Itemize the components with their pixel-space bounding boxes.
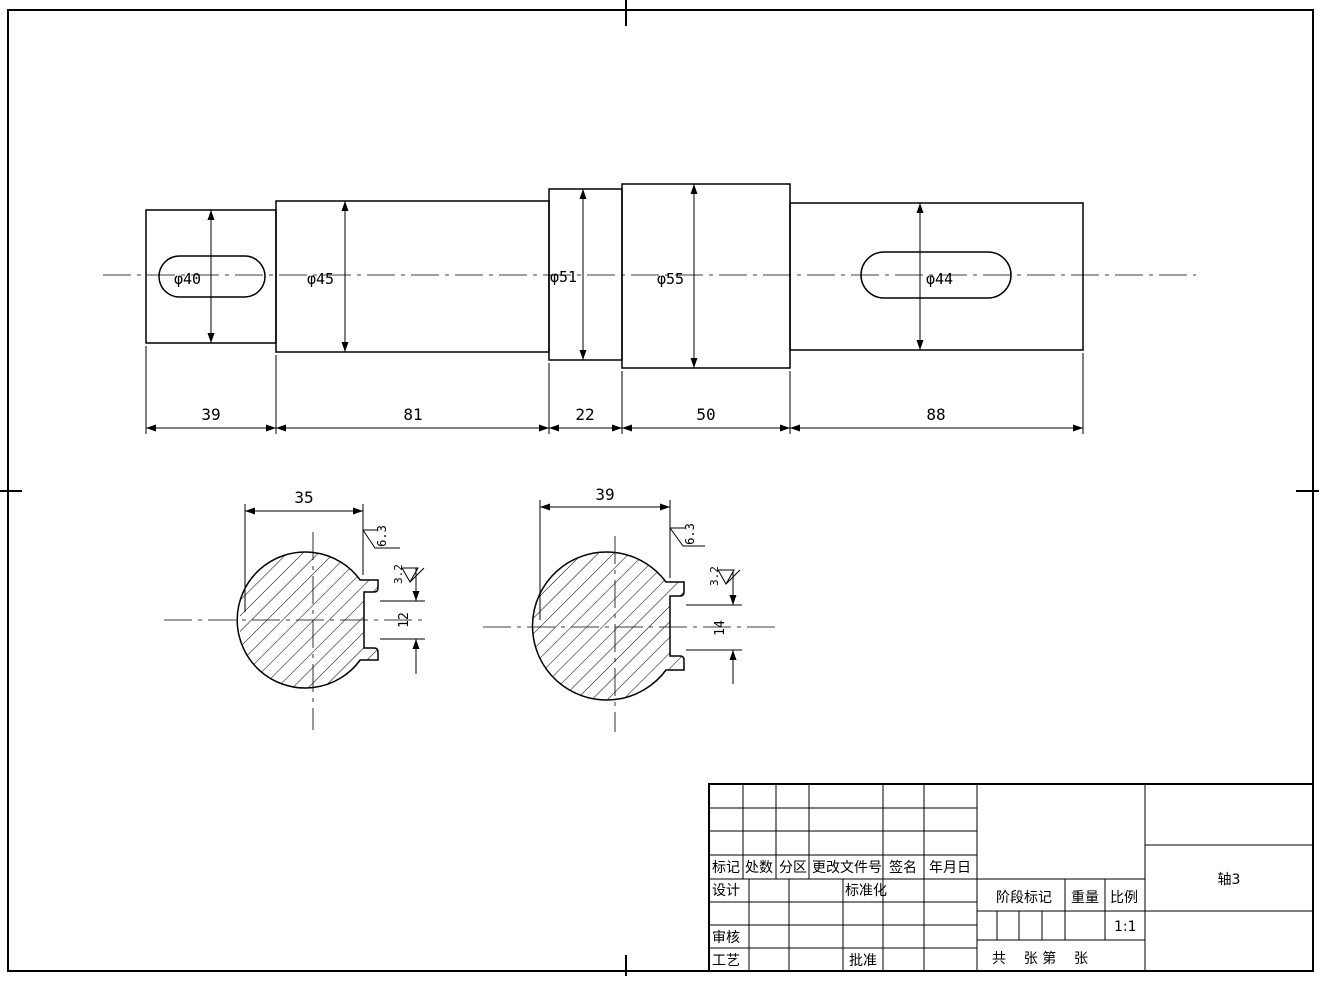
diameter-dimension-lines xyxy=(207,184,924,368)
tb-review: 审核 xyxy=(712,930,740,946)
sheet-border xyxy=(7,9,1314,972)
section-left-width-label: 35 xyxy=(294,488,313,507)
tb-stage-mark: 阶段标记 xyxy=(996,890,1052,906)
shaft-segment-5 xyxy=(789,202,1084,351)
length-label-4: 50 xyxy=(696,405,715,424)
tb-scale-value: 1:1 xyxy=(1114,919,1137,935)
diameter-labels: φ40 φ45 φ51 φ55 φ44 xyxy=(174,268,953,288)
tb-header-mark: 标记 xyxy=(712,860,740,876)
title-block-text: 标记 处数 分区 更改文件号 签名 年月日 设计 标准化 审核 工艺 批准 阶段… xyxy=(712,859,1240,969)
diameter-label-1: φ40 xyxy=(174,270,201,288)
section-right-roughness-key: 3.2 xyxy=(708,566,721,586)
tb-scale-label: 比例 xyxy=(1110,890,1138,906)
section-right-roughness-flank: 6.3 xyxy=(683,523,697,545)
diameter-label-5: φ44 xyxy=(926,270,953,288)
section-view-left xyxy=(164,504,425,730)
shaft-segment-4 xyxy=(621,183,791,369)
tb-part-name: 轴3 xyxy=(1218,872,1241,888)
tb-weight: 重量 xyxy=(1071,890,1099,906)
section-right-keyway-label: 14 xyxy=(713,620,728,636)
diameter-label-2: φ45 xyxy=(307,270,334,288)
section-left-roughness-flank: 6.3 xyxy=(375,525,389,547)
length-label-5: 88 xyxy=(926,405,945,424)
tb-standardization: 标准化 xyxy=(845,883,887,899)
tb-design: 设计 xyxy=(712,883,740,899)
tb-header-zone: 分区 xyxy=(779,860,807,876)
section-left-roughness-key: 3.2 xyxy=(392,564,405,584)
tb-header-date: 年月日 xyxy=(929,860,971,876)
tb-header-count: 处数 xyxy=(745,860,773,876)
diameter-label-4: φ55 xyxy=(657,270,684,288)
length-label-3: 22 xyxy=(575,405,594,424)
length-labels: 39 81 22 50 88 xyxy=(201,405,945,424)
title-block-grid xyxy=(708,783,1314,972)
length-extension-lines xyxy=(145,346,1084,434)
length-label-1: 39 xyxy=(201,405,220,424)
tb-header-change-doc: 更改文件号 xyxy=(812,860,882,876)
tb-header-signature: 签名 xyxy=(889,859,917,876)
section-right-width-label: 39 xyxy=(595,485,614,504)
tb-approve: 批准 xyxy=(849,953,877,969)
diameter-label-3: φ51 xyxy=(550,268,577,286)
length-label-2: 81 xyxy=(403,405,422,424)
tb-sheets: 共 张 第 张 xyxy=(992,950,1088,967)
section-view-right xyxy=(483,500,780,732)
section-left-keyway-label: 12 xyxy=(397,612,412,628)
tb-process: 工艺 xyxy=(712,953,740,969)
